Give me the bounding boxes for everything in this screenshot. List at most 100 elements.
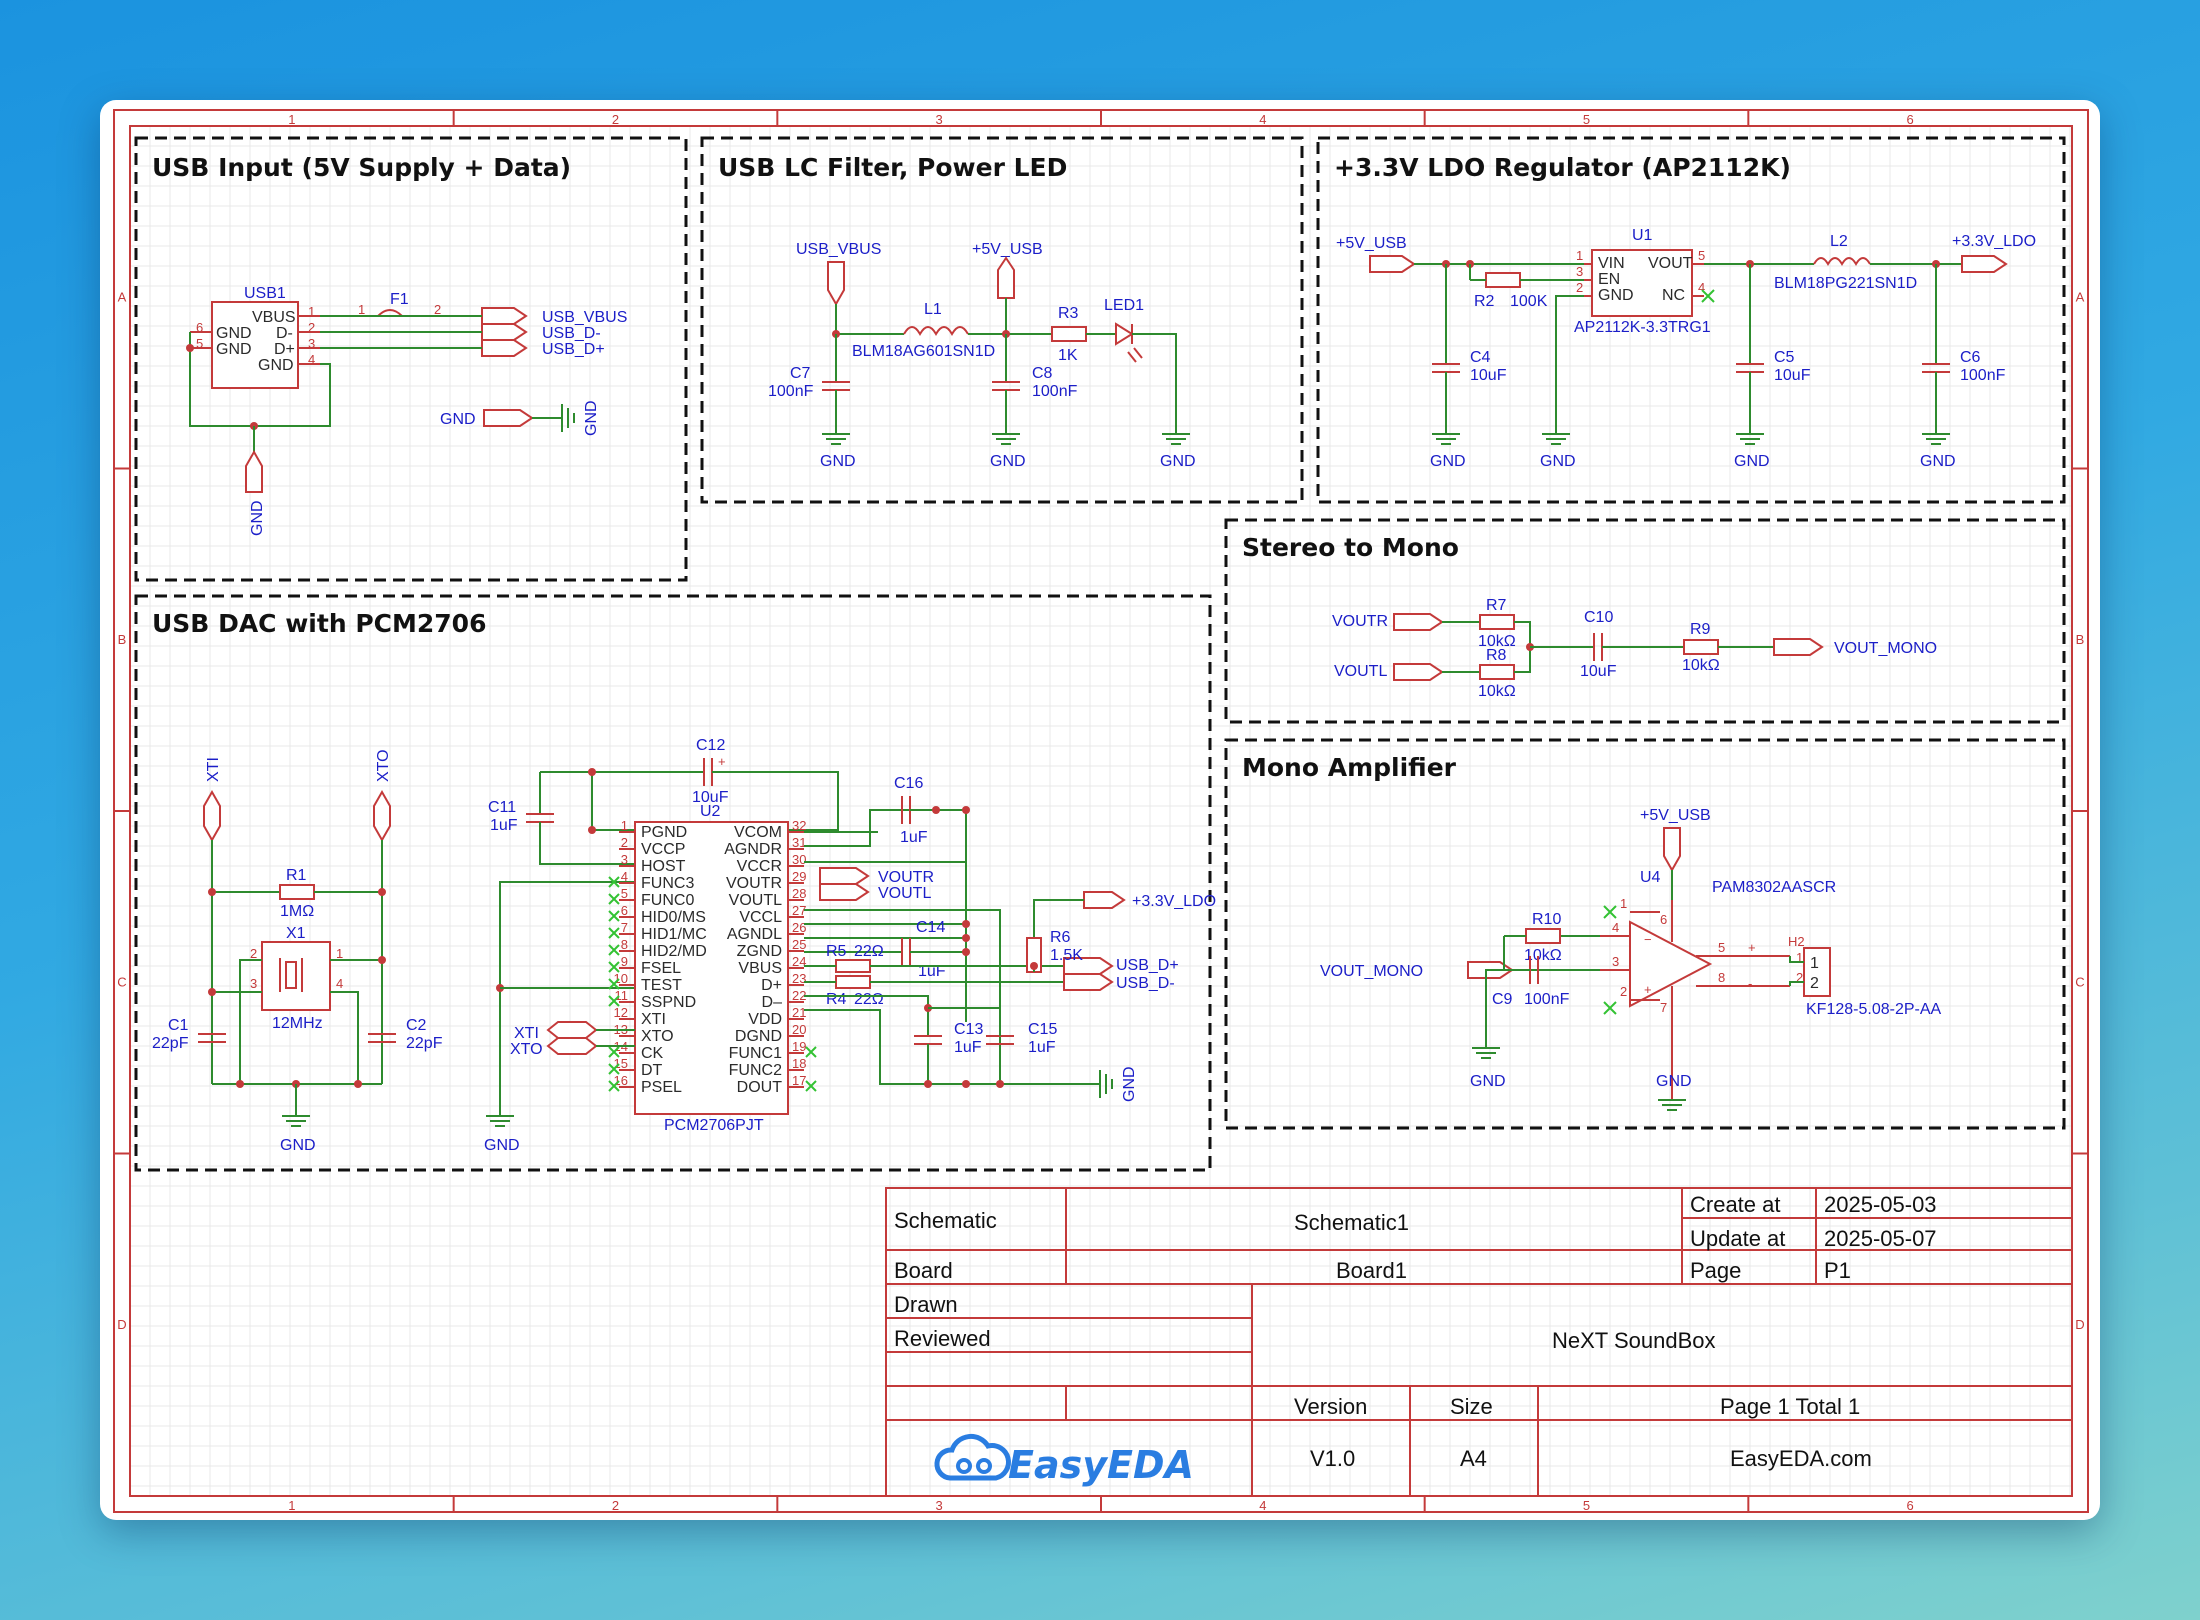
l1-part: BLM18AG601SN1D xyxy=(852,343,995,360)
svg-text:20: 20 xyxy=(792,1022,806,1037)
c4-ref: C4 xyxy=(1470,349,1491,366)
row-tick-D: D xyxy=(117,1317,126,1332)
svg-text:2: 2 xyxy=(250,946,257,961)
svg-text:+3.3V_LDO: +3.3V_LDO xyxy=(1132,893,1216,910)
svg-text:22pF: 22pF xyxy=(152,1035,189,1052)
svg-text:H2: H2 xyxy=(1788,934,1805,949)
col-tick-2: 2 xyxy=(612,112,619,127)
net-5v-port: +5V_USB xyxy=(972,241,1043,258)
u1-part: AP2112K-3.3TRG1 xyxy=(1574,319,1711,336)
amp-circuit: +5V_USB U4 PAM8302AASCR − + +- 6 7 4 3 5… xyxy=(1320,807,1942,1100)
svg-text:2: 2 xyxy=(1796,970,1803,985)
svg-text:1: 1 xyxy=(1810,955,1819,972)
svg-text:USB_D+: USB_D+ xyxy=(1116,957,1179,974)
l2-ref: L2 xyxy=(1830,233,1848,250)
svg-text:XTI: XTI xyxy=(514,1025,539,1042)
section-dac xyxy=(134,594,1212,1172)
svg-text:−: − xyxy=(1644,932,1652,947)
svg-text:R7: R7 xyxy=(1486,597,1507,614)
u2-pin-right: ZGND xyxy=(737,943,782,960)
usb1-pin-gnd: GND xyxy=(258,357,294,374)
svg-text:4: 4 xyxy=(1612,920,1619,935)
svg-text:22Ω: 22Ω xyxy=(854,943,884,960)
svg-text:C11: C11 xyxy=(488,799,516,816)
inductor-l2 xyxy=(1813,257,1871,266)
u2-pin-left: HID0/MS xyxy=(641,909,706,926)
gnd-symbol-label: GND xyxy=(583,400,600,436)
usb1-pin-vbus: VBUS xyxy=(252,309,296,326)
u2-pin-left: HOST xyxy=(641,858,686,875)
u2-pin-right: VCOM xyxy=(734,824,782,841)
col-tick-5: 5 xyxy=(1583,112,1590,127)
svg-text:32: 32 xyxy=(792,818,806,833)
svg-text:18: 18 xyxy=(792,1056,806,1071)
u4-amplifier-symbol xyxy=(1629,920,1713,1008)
svg-text:5: 5 xyxy=(196,336,203,351)
col-tick-4: 4 xyxy=(1259,112,1266,127)
easyeda-logo-text: EasyEDA xyxy=(1008,1443,1194,1487)
svg-text:22pF: 22pF xyxy=(406,1035,443,1052)
svg-text:7: 7 xyxy=(1660,1000,1667,1015)
svg-text:Version: Version xyxy=(1294,1394,1367,1419)
row-tick-C: C xyxy=(2075,974,2084,989)
led1-ref: LED1 xyxy=(1104,297,1144,314)
svg-text:VOUT: VOUT xyxy=(1648,255,1693,272)
svg-text:26: 26 xyxy=(792,920,806,935)
l1-ref: L1 xyxy=(924,301,942,318)
svg-text:P1: P1 xyxy=(1824,1258,1851,1283)
col-tick-3: 3 xyxy=(936,1498,943,1513)
svg-text:GND: GND xyxy=(1470,1073,1506,1090)
svg-text:R10: R10 xyxy=(1532,911,1561,928)
u2-pin-left: FUNC0 xyxy=(641,892,694,909)
svg-text:3: 3 xyxy=(1576,264,1583,279)
u2-pin-right: FUNC2 xyxy=(729,1062,782,1079)
net-usb-dm: USB_D- xyxy=(542,325,601,342)
svg-text:5: 5 xyxy=(621,886,628,901)
u2-pin-right: VDD xyxy=(748,1011,782,1028)
svg-text:GND: GND xyxy=(1598,287,1634,304)
svg-text:GND: GND xyxy=(1734,453,1770,470)
resistor-r10 xyxy=(1525,928,1561,944)
net-vout-mono-out: VOUT_MONO xyxy=(1834,640,1937,657)
u2-pin-right: VOUTR xyxy=(726,875,782,892)
u2-pin-right: D+ xyxy=(761,977,782,994)
svg-text:Board: Board xyxy=(894,1258,953,1283)
u2-pin-left: PSEL xyxy=(641,1079,682,1096)
r2-val: 100K xyxy=(1510,293,1548,310)
resistor-r2 xyxy=(1485,272,1521,288)
svg-text:Create at: Create at xyxy=(1690,1192,1781,1217)
gnd-port-usb1 xyxy=(245,449,263,493)
svg-text:R5: R5 xyxy=(826,943,847,960)
u2-pin-left: HID2/MD xyxy=(641,943,707,960)
svg-text:C14: C14 xyxy=(916,919,945,936)
title-block: Schematic Schematic1 Create at 2025-05-0… xyxy=(885,1187,2073,1497)
svg-text:X1: X1 xyxy=(286,925,306,942)
svg-text:3: 3 xyxy=(308,336,315,351)
svg-text:100nF: 100nF xyxy=(1524,991,1570,1008)
u2-pin-right: DOUT xyxy=(737,1079,783,1096)
u2-pin-right: VBUS xyxy=(738,960,782,977)
h2-connector xyxy=(1803,947,1831,997)
col-tick-3: 3 xyxy=(936,112,943,127)
svg-text:1: 1 xyxy=(1620,896,1627,911)
svg-text:Reviewed: Reviewed xyxy=(894,1326,991,1351)
svg-text:10uF: 10uF xyxy=(692,789,729,806)
row-tick-D: D xyxy=(2075,1317,2084,1332)
col-tick-1: 1 xyxy=(288,1498,295,1513)
svg-text:22Ω: 22Ω xyxy=(854,991,884,1008)
svg-text:10kΩ: 10kΩ xyxy=(1524,947,1562,964)
svg-text:Update at: Update at xyxy=(1690,1226,1785,1251)
fuse-ref: F1 xyxy=(390,291,409,308)
svg-text:C12: C12 xyxy=(696,737,725,754)
resistor-r1 xyxy=(279,884,315,900)
net-voutr-in: VOUTR xyxy=(1332,613,1388,630)
u2-pin-right: FUNC1 xyxy=(729,1045,782,1062)
svg-text:VOUTR: VOUTR xyxy=(878,869,934,886)
u2-pin-left: FSEL xyxy=(641,960,681,977)
svg-text:1: 1 xyxy=(358,302,365,317)
svg-text:R8: R8 xyxy=(1486,647,1507,664)
background-grid xyxy=(129,125,2072,1496)
